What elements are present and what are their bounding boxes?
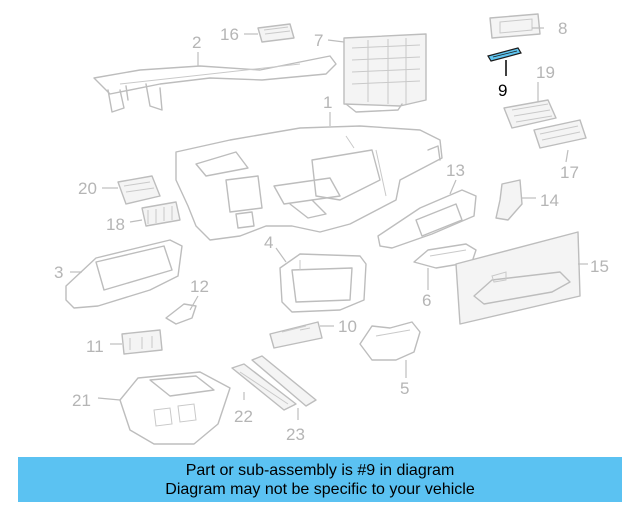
callout-12: 12 (190, 277, 209, 296)
banner-line-2: Diagram may not be specific to your vehi… (165, 480, 475, 498)
part-7-relay-box[interactable] (343, 33, 427, 113)
part-23-trim-strip[interactable] (251, 355, 317, 407)
callout-labels: 1 2 3 4 5 6 7 8 9 10 11 12 13 14 15 16 1… (54, 19, 609, 444)
callout-9: 9 (498, 81, 507, 100)
parts-diagram: 1 2 3 4 5 6 7 8 9 10 11 12 13 14 15 16 1… (54, 13, 609, 445)
callout-14: 14 (540, 191, 559, 210)
leader-lines (70, 27, 588, 420)
callout-10: 10 (338, 317, 357, 336)
callout-17: 17 (560, 163, 579, 182)
callout-16: 16 (220, 25, 239, 44)
callout-11: 11 (86, 337, 104, 356)
part-10-switch-panel[interactable] (269, 321, 323, 349)
callout-19: 19 (536, 63, 555, 82)
part-14-bracket[interactable] (495, 179, 523, 221)
callout-13: 13 (446, 161, 465, 180)
callout-1: 1 (323, 93, 332, 112)
callout-7: 7 (314, 31, 323, 50)
part-4-compartment[interactable] (279, 253, 367, 313)
part-19-vent[interactable] (503, 99, 557, 129)
banner-line-1: Part or sub-assembly is #9 in diagram (185, 461, 455, 479)
part-20-vent[interactable] (117, 175, 161, 205)
callout-6: 6 (422, 291, 431, 310)
part-17-vent[interactable] (533, 119, 587, 149)
part-9-highlighted-strip[interactable] (487, 47, 522, 62)
info-banner: Part or sub-assembly is #9 in diagram Di… (18, 457, 622, 502)
callout-5: 5 (400, 379, 409, 398)
callout-4: 4 (264, 233, 273, 252)
part-6-bracket[interactable] (413, 243, 477, 269)
callout-3: 3 (54, 263, 63, 282)
part-13-glove-box-door[interactable] (377, 189, 477, 249)
part-11-switch[interactable] (121, 329, 163, 355)
part-22-trim-strip[interactable] (231, 363, 297, 411)
callout-15: 15 (590, 257, 609, 276)
part-3-glove-box[interactable] (65, 239, 183, 309)
part-8-bin[interactable] (489, 13, 541, 39)
part-21-console[interactable] (119, 371, 231, 445)
callout-22: 22 (234, 407, 253, 426)
callout-2: 2 (192, 33, 201, 52)
part-2-support-beam[interactable] (93, 55, 337, 113)
part-1-instrument-panel[interactable] (175, 125, 443, 241)
callout-23: 23 (286, 425, 305, 444)
callout-20: 20 (78, 179, 97, 198)
callout-8: 8 (558, 19, 567, 38)
part-12-clip[interactable] (165, 303, 197, 325)
part-15-trim-panel[interactable] (455, 231, 581, 325)
callout-18: 18 (106, 215, 125, 234)
part-5-bracket[interactable] (359, 321, 421, 361)
callout-21: 21 (72, 391, 91, 410)
part-16-vent[interactable] (257, 23, 295, 43)
part-18-vent[interactable] (141, 201, 181, 227)
